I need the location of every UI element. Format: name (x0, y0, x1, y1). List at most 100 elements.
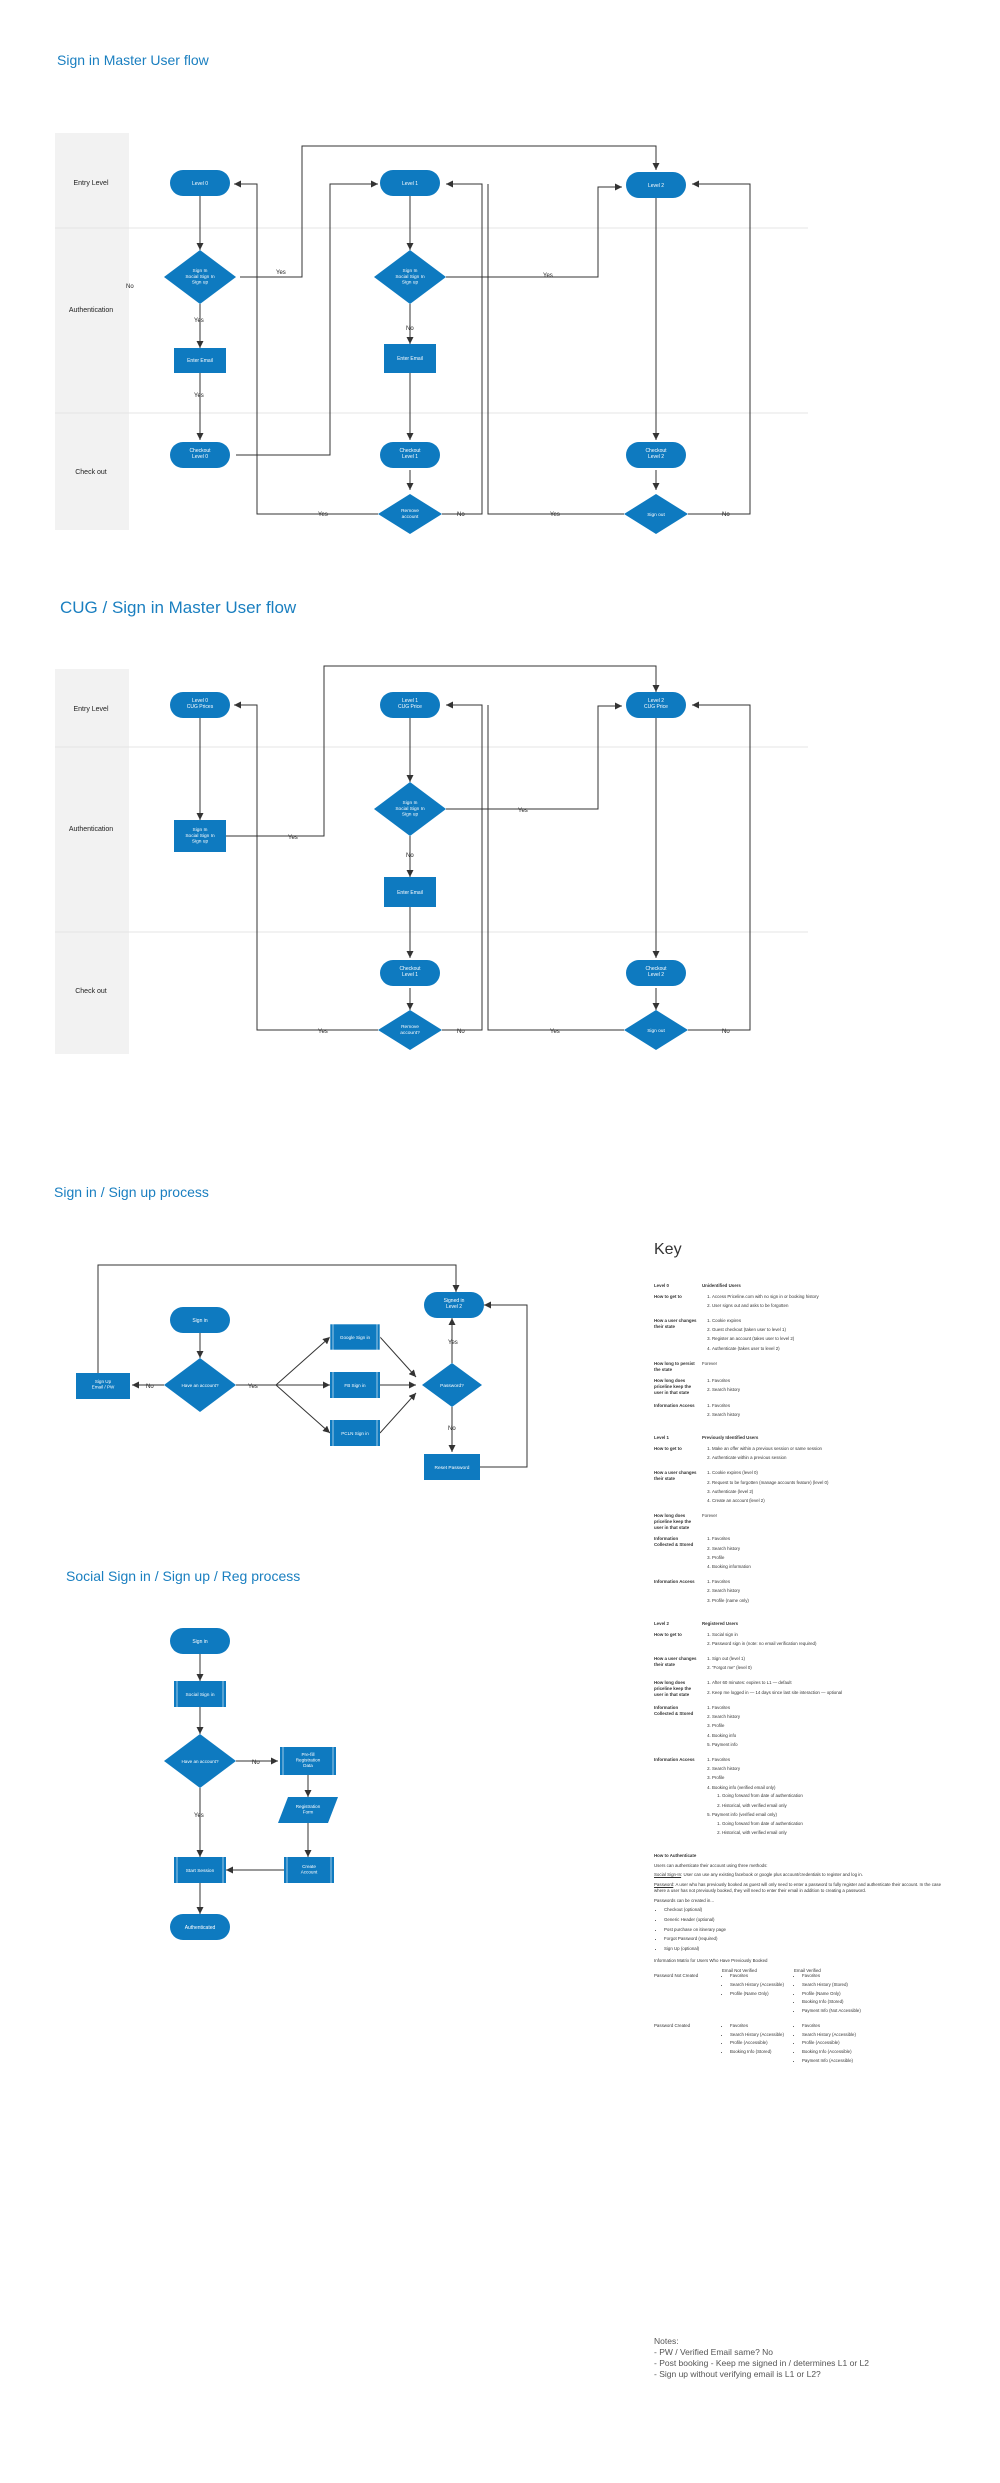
key-row-list: FavoritesSearch historyProfileBooking in… (702, 1705, 740, 1751)
list-item: Profile (Name Only) (802, 1991, 884, 1997)
node-sign-in[interactable] (170, 1628, 230, 1654)
node-label: Enter Email (397, 890, 423, 896)
key-row-label: How long to persist the state (654, 1360, 695, 1372)
decision-remove-account[interactable] (378, 494, 442, 534)
node-signed-in-level-2[interactable] (424, 1292, 484, 1318)
process-prefill-registration[interactable] (280, 1747, 336, 1775)
decision-sign-in[interactable] (374, 782, 446, 836)
flow1-lane-checkout: Check out (75, 469, 107, 476)
key-pw-created-in: Passwords can be created in... (654, 1897, 715, 1903)
flow1-lane-entry: Entry Level (73, 180, 108, 187)
node-label: Level 2 (648, 183, 664, 189)
list-item: Profile (712, 1555, 751, 1561)
node-level-0-cug[interactable] (170, 692, 230, 718)
process-reset-password[interactable] (424, 1454, 480, 1480)
decision-sign-in[interactable] (164, 250, 236, 304)
process-enter-email[interactable] (174, 348, 226, 373)
decision-have-account[interactable] (164, 1734, 236, 1788)
node-checkout-level-2[interactable] (626, 960, 686, 986)
list-item-text: Booking info (verified email only) (712, 1784, 776, 1790)
edge-label-no: No (722, 512, 730, 518)
process-sign-in[interactable] (174, 820, 226, 852)
node-level-2[interactable] (626, 172, 686, 198)
key-sub-list: Going forward from date of authenticatio… (712, 1821, 803, 1836)
node-level-1[interactable] (380, 170, 440, 196)
notes: Notes: - PW / Verified Email same? No - … (654, 2336, 869, 2380)
process-social-sign-in[interactable] (174, 1681, 226, 1707)
node-label: PCLN Sign in (341, 1431, 369, 1436)
node-label: Authenticated (185, 1925, 216, 1931)
node-sign-in[interactable] (170, 1307, 230, 1333)
flow2-lane-auth: Authentication (69, 826, 113, 833)
list-item: Checkout (optional) (664, 1907, 954, 1913)
process-google-sign-in[interactable] (329, 1323, 381, 1351)
key-row: How long to persist the state Forever (654, 1361, 954, 1372)
key-row: Information Access FavoritesSearch histo… (654, 1579, 954, 1607)
matrix-cell: FavoritesSearch History (Accessible)Prof… (722, 1973, 792, 2017)
node-level-2-cug[interactable] (626, 692, 686, 718)
process-enter-email[interactable] (384, 877, 436, 907)
list-item: Search history (712, 1387, 740, 1393)
key-level-header: Level 0 Unidentified Users (654, 1283, 954, 1289)
edge-label-yes: Yes (318, 1029, 328, 1035)
process-start-session[interactable] (174, 1857, 226, 1883)
io-registration-form[interactable] (278, 1797, 338, 1823)
node-authenticated[interactable] (170, 1914, 230, 1940)
node-label: Level 1 (402, 181, 418, 187)
key-level-desc: Unidentified Users (702, 1282, 741, 1288)
process-sign-up-email[interactable] (76, 1373, 130, 1399)
key-row-label: How a user changes their state (654, 1317, 697, 1329)
edge-label-no: No (146, 1384, 154, 1390)
list-item: Favorites (730, 1973, 792, 1979)
decision-sign-in[interactable] (374, 250, 446, 304)
key-title: Key (654, 1241, 682, 1258)
edge-label-yes: Yes (543, 273, 553, 279)
process-fb-sign-in[interactable] (330, 1372, 380, 1398)
list-item: Profile (Accessible) (730, 2040, 792, 2046)
key-social-text: : User can use any existing facebook or … (681, 1872, 863, 1878)
key-level-header: Level 2 Registered Users (654, 1621, 954, 1627)
process-pcln-sign-in[interactable] (330, 1420, 380, 1446)
node-checkout-level-0[interactable] (170, 442, 230, 468)
list-item: Booking information (712, 1564, 751, 1570)
list-item: Cookie expires (level 0) (712, 1470, 828, 1476)
key-row-label: Information Access (654, 1756, 695, 1762)
key-row-label: How long does priceline keep the user in… (654, 1680, 692, 1697)
matrix-cell: FavoritesSearch History (Accessible)Prof… (794, 2023, 884, 2067)
key-row-text: Forever (702, 1360, 718, 1366)
node-checkout-level-2[interactable] (626, 442, 686, 468)
list-item: Favorites (712, 1536, 751, 1542)
key-row-label: How to get to (654, 1293, 682, 1299)
node-level-1-cug[interactable] (380, 692, 440, 718)
node-checkout-level-1[interactable] (380, 960, 440, 986)
process-enter-email[interactable] (384, 344, 436, 373)
matrix-cell: FavoritesSearch History (Accessible)Prof… (722, 2023, 792, 2067)
node-level-0[interactable] (170, 170, 230, 196)
key-row-list: FavoritesSearch history (702, 1403, 740, 1421)
decision-sign-out[interactable] (624, 494, 688, 534)
node-checkout-level-1[interactable] (380, 442, 440, 468)
key-row: How long does priceline keep the user in… (654, 1378, 954, 1396)
key-level-name: Level 1 (654, 1435, 669, 1441)
decision-have-account[interactable] (164, 1358, 236, 1412)
key-password-text: : A user who has previously booked as gu… (654, 1882, 942, 1893)
list-item: Payment Info (Accessible) (802, 2058, 884, 2064)
process-create-account[interactable] (284, 1857, 334, 1883)
list-item: Request to be forgotten (manage accounts… (712, 1480, 828, 1486)
edge-label-no: No (457, 512, 465, 518)
key-row: How a user changes their state Cookie ex… (654, 1470, 954, 1507)
key-level-header: Level 1 Previously Identified Users (654, 1435, 954, 1441)
list-item: Search History (Accessible) (802, 2032, 884, 2038)
flow2-title: CUG / Sign in Master User flow (60, 598, 297, 617)
decision-password[interactable] (422, 1363, 482, 1407)
list-item: Generic Header (optional) (664, 1917, 954, 1923)
decision-remove-account[interactable] (378, 1010, 442, 1050)
key-level-name: Level 0 (654, 1282, 669, 1288)
decision-sign-out[interactable] (624, 1010, 688, 1050)
